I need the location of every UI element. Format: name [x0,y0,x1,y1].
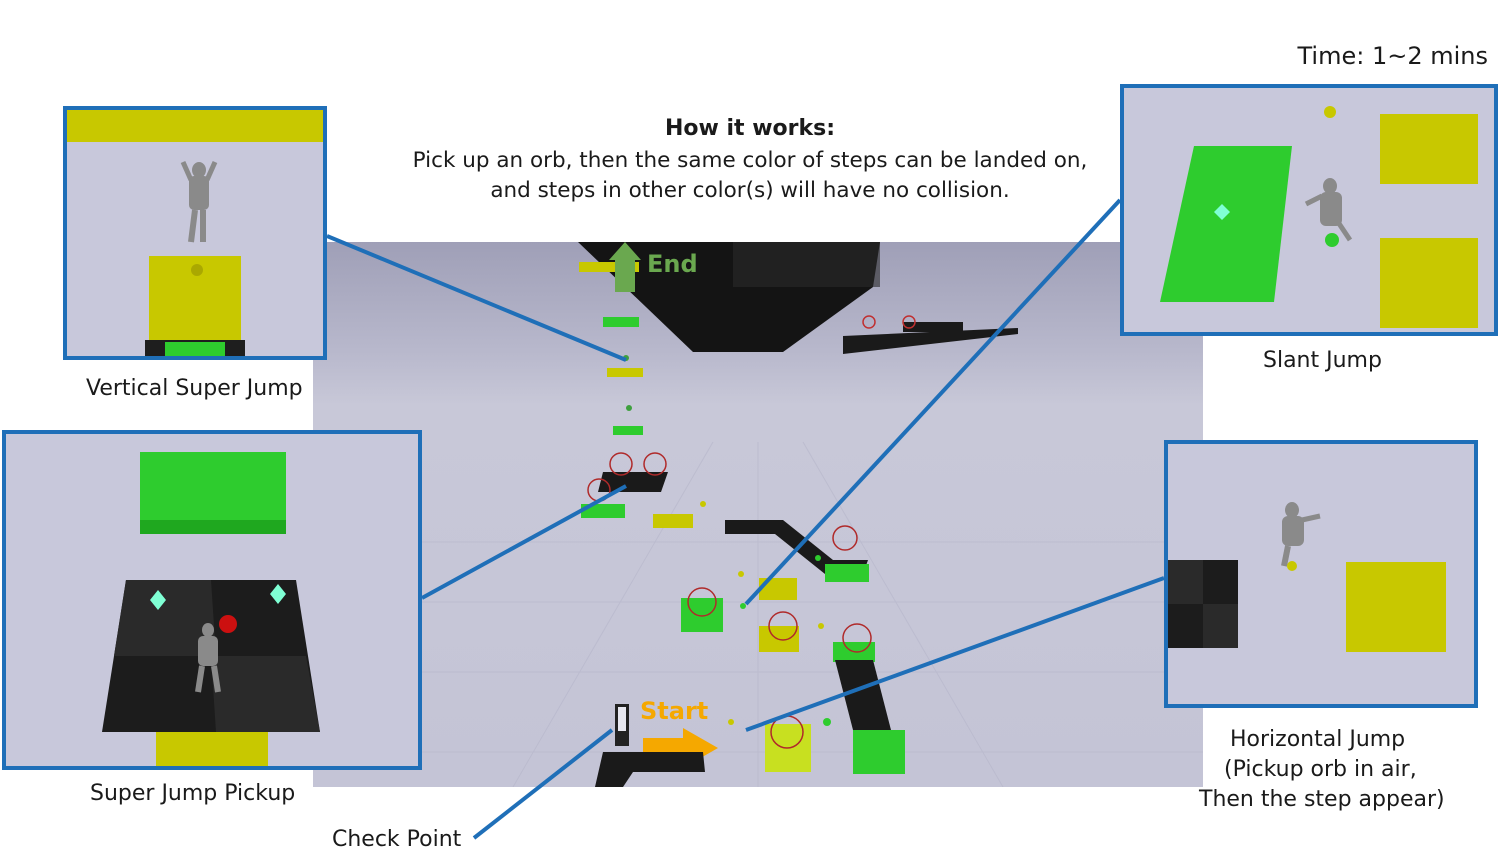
inset-vertical-drawing [67,110,323,356]
right-green-step [853,730,905,774]
inset-super-jump-pickup [2,430,422,770]
how-it-works-title: How it works: [664,116,836,141]
right-dark-track [835,660,891,730]
yellow-step [653,514,693,528]
scene-drawing [313,242,1203,787]
orb [738,571,744,577]
pickup-green-step [581,504,625,518]
orb-ring [687,587,717,617]
caption-horizontal-jump-line-1: Horizontal Jump [1230,727,1406,752]
column-step-yellow [607,368,643,377]
inset-slant-drawing [1124,88,1494,332]
inset-slant-jump [1120,84,1498,336]
checkpoint-flag-icon [618,707,626,731]
game-scene-view[interactable]: End Start [313,242,1203,787]
inset-horizontal-jump [1164,440,1478,708]
column-step-green [603,317,639,327]
orb [818,623,824,629]
inset-vertical-super-jump [63,106,327,360]
how-it-works-line-2: and steps in other color(s) will have no… [490,178,1010,203]
inset-horizontal-drawing [1168,444,1474,704]
end-label: End [647,250,698,278]
orb [700,501,706,507]
caption-horizontal-jump-line-3: Then the step appear) [1199,787,1445,812]
floor-grid [313,441,1203,787]
column-step-green [613,426,643,435]
orb-ring [832,525,858,551]
caption-check-point: Check Point [332,827,462,852]
caption-slant-jump: Slant Jump [1263,348,1382,373]
orb [626,405,632,411]
orb [623,355,629,361]
orb [823,718,831,726]
caption-vertical-super-jump: Vertical Super Jump [86,376,303,401]
start-label: Start [640,697,709,725]
far-orb-ring [862,315,876,329]
time-label: Time: 1~2 mins [1297,42,1489,70]
orb [728,719,734,725]
orb [815,555,821,561]
start-dark-platform [595,752,705,787]
caption-super-jump-pickup: Super Jump Pickup [90,781,296,806]
caption-horizontal-jump-line-2: (Pickup orb in air, [1224,757,1417,782]
orb-ring [643,452,667,476]
inset-pickup-drawing [6,434,418,766]
yellow-step [759,578,797,600]
orb-ring [609,452,633,476]
how-it-works-line-1: Pick up an orb, then the same color of s… [412,148,1088,173]
slant-green-step [825,564,869,582]
orb [740,603,746,609]
overhead-checker [733,242,880,287]
